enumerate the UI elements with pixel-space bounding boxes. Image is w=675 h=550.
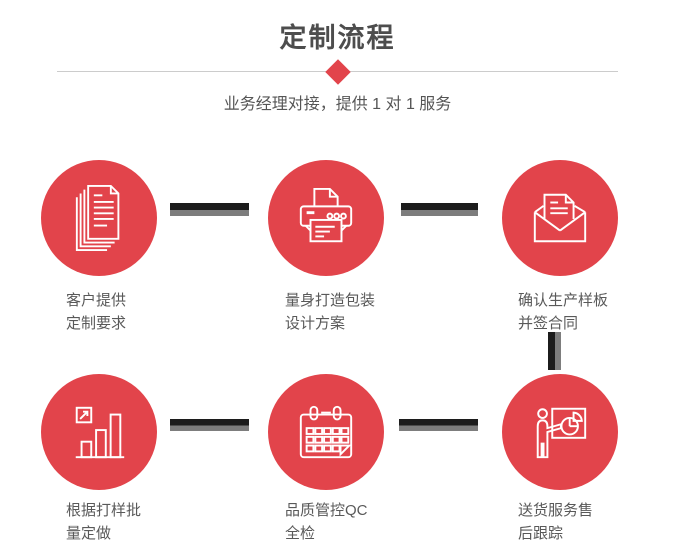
step-label-line: 根据打样批: [66, 502, 142, 519]
step-label-line: 确认生产样板: [518, 292, 609, 309]
page-title: 定制流程: [279, 23, 396, 53]
step-label-line: 设计方案: [285, 315, 346, 332]
step-label-3: 确认生产样板 并签合同: [518, 289, 608, 335]
step-label-line: 客户提供: [66, 292, 127, 309]
printer-icon: [299, 187, 353, 243]
step-circle-customer-requirements: [41, 160, 157, 276]
step-circle-sample-contract: [502, 160, 618, 276]
flow-connector-5-6: [399, 419, 478, 431]
page-subtitle: 业务经理对接，提供 1 对 1 服务: [223, 96, 452, 113]
step-label-line: 送货服务售: [518, 502, 594, 519]
bar-chart-icon: [75, 406, 125, 459]
step-circle-packaging-design: [268, 160, 384, 276]
step-label-line: 品质管控QC: [285, 502, 368, 519]
flow-connector-3-6: [548, 332, 561, 370]
diamond-icon: [325, 59, 351, 85]
envelope-icon: [533, 193, 587, 243]
documents-icon: [75, 184, 119, 252]
step-label-1: 客户提供 定制要求: [66, 289, 126, 335]
step-label-4: 根据打样批 量定做: [66, 499, 141, 545]
step-label-6: 送货服务售 后跟踪: [518, 499, 593, 545]
step-label-line: 并签合同: [518, 315, 579, 332]
step-label-2: 量身打造包装 设计方案: [285, 289, 375, 335]
step-label-line: 定制要求: [66, 315, 127, 332]
step-label-5: 品质管控QC 全检: [285, 499, 368, 545]
step-label-line: 量定做: [66, 525, 112, 542]
step-label-line: 全检: [285, 525, 316, 542]
step-circle-quality-control: [268, 374, 384, 490]
flow-connector-2-3: [401, 203, 478, 216]
step-circle-delivery-aftersales: [502, 374, 618, 490]
step-label-line: 后跟踪: [518, 525, 564, 542]
calendar-icon: [299, 405, 353, 459]
presentation-icon: [536, 407, 587, 459]
step-circle-batch-production: [41, 374, 157, 490]
step-label-line: 量身打造包装: [285, 292, 376, 309]
flow-connector-1-2: [170, 203, 249, 216]
flow-connector-4-5: [170, 419, 249, 431]
